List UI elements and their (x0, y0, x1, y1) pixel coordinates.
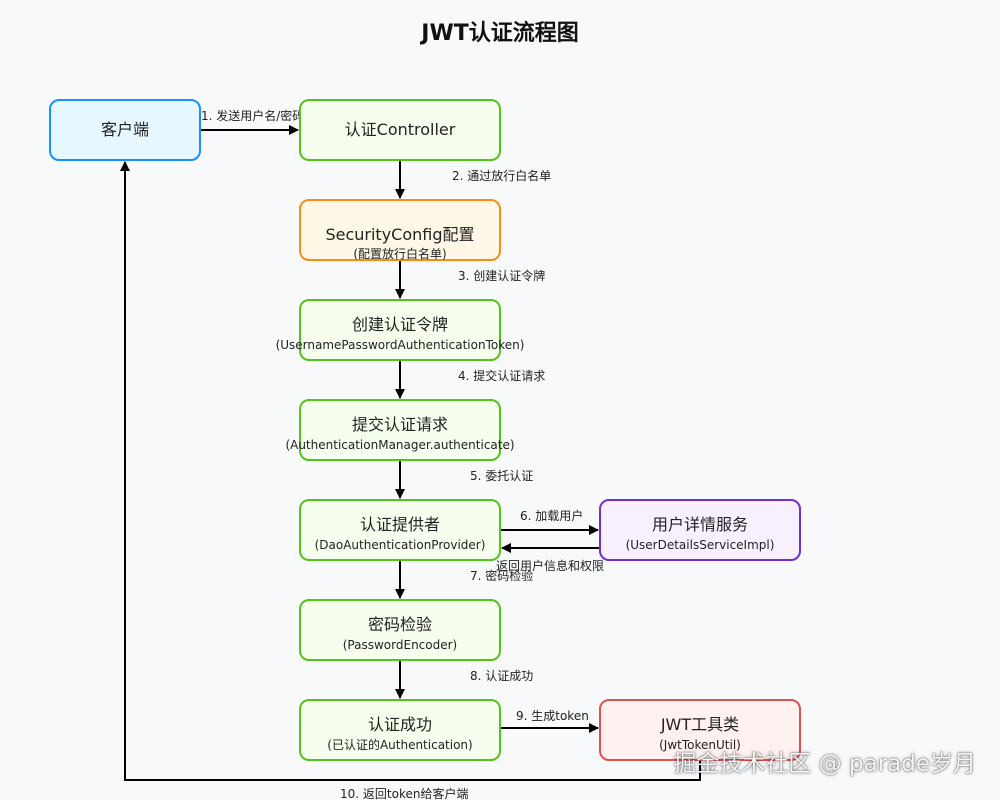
node-jwt-util: JWT工具类 (JwtTokenUtil) (599, 699, 801, 761)
node-controller: 认证Controller (299, 99, 501, 161)
edge-label-10: 10. 返回token给客户端 (340, 786, 468, 800)
node-auth-success: 认证成功 (已认证的Authentication) (299, 699, 501, 761)
edge-labels: 1. 发送用户名/密码 2. 通过放行白名单 3. 创建认证令牌 4. 提交认证… (201, 108, 604, 800)
diagram-title: JWT认证流程图 (419, 20, 578, 46)
node-password-check-sub: (PasswordEncoder) (343, 638, 457, 652)
node-password-check: 密码检验 (PasswordEncoder) (299, 599, 501, 661)
node-submit-auth: 提交认证请求 (AuthenticationManager.authentica… (285, 399, 515, 461)
node-auth-success-sub: (已认证的Authentication) (327, 737, 472, 752)
edge-label-5: 5. 委托认证 (470, 469, 533, 483)
node-client-title: 客户端 (101, 120, 149, 139)
node-provider-sub: (DaoAuthenticationProvider) (315, 538, 486, 552)
node-jwt-util-title: JWT工具类 (660, 715, 739, 734)
node-security-config-sub: (配置放行白名单) (353, 246, 446, 261)
node-submit-auth-sub: (AuthenticationManager.authenticate) (285, 438, 514, 452)
node-client: 客户端 (49, 99, 201, 161)
node-provider: 认证提供者 (DaoAuthenticationProvider) (299, 499, 501, 561)
node-submit-auth-title: 提交认证请求 (352, 415, 448, 434)
node-controller-title: 认证Controller (345, 120, 456, 139)
node-user-details: 用户详情服务 (UserDetailsServiceImpl) (599, 499, 801, 561)
edge-label-6-return: 返回用户信息和权限 (496, 558, 604, 573)
edge-label-3: 3. 创建认证令牌 (458, 268, 545, 283)
watermark-text: 掘金技术社区 @ parade岁月 (673, 751, 976, 777)
node-user-details-sub: (UserDetailsServiceImpl) (626, 538, 775, 552)
edge-label-2: 2. 通过放行白名单 (452, 168, 551, 183)
node-create-token-sub: (UsernamePasswordAuthenticationToken) (276, 338, 525, 352)
edge-label-1: 1. 发送用户名/密码 (201, 108, 304, 123)
node-jwt-util-sub: (JwtTokenUtil) (659, 738, 741, 752)
node-provider-title: 认证提供者 (360, 515, 440, 534)
node-user-details-title: 用户详情服务 (652, 515, 748, 534)
edge-label-8: 8. 认证成功 (470, 669, 533, 683)
edge-label-4: 4. 提交认证请求 (458, 368, 545, 383)
edge-label-9: 9. 生成token (516, 709, 589, 723)
edge-label-6: 6. 加载用户 (520, 508, 583, 523)
node-security-config: SecurityConfig配置 (配置放行白名单) (299, 199, 501, 261)
node-security-config-title: SecurityConfig配置 (325, 225, 474, 244)
node-create-token: 创建认证令牌 (UsernamePasswordAuthenticationTo… (276, 299, 525, 361)
edge-label-7: 7. 密码检验 (470, 568, 533, 583)
edges (120, 125, 701, 781)
node-password-check-title: 密码检验 (368, 615, 432, 634)
node-auth-success-title: 认证成功 (368, 715, 432, 734)
edge-10-line (120, 161, 701, 781)
node-create-token-title: 创建认证令牌 (352, 315, 448, 334)
